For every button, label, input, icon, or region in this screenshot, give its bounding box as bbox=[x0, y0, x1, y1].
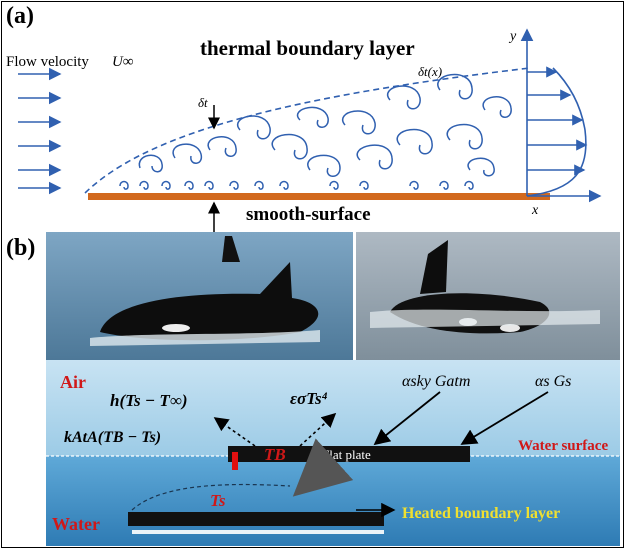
ts-label: Ts bbox=[210, 491, 226, 510]
conduction-term: kAtA(TB − Ts) bbox=[64, 429, 161, 446]
profile-arrows bbox=[527, 66, 588, 176]
boundary-layer-edge bbox=[84, 67, 531, 194]
x-axis-label: x bbox=[532, 203, 539, 218]
inflow-arrows bbox=[18, 67, 62, 195]
convection-term: h(Ts − T∞) bbox=[110, 391, 188, 410]
convection-arrow bbox=[213, 417, 256, 447]
thermal-boundary-layer-title: thermal boundary layer bbox=[200, 36, 415, 60]
plate-reflection bbox=[132, 530, 384, 534]
y-axis-label: y bbox=[510, 29, 517, 44]
heated-boundary-layer-label: Heated boundary layer bbox=[402, 505, 560, 522]
water-surface-label: Water surface bbox=[518, 438, 608, 454]
flow-velocity-symbol: U∞ bbox=[112, 54, 134, 70]
sky-term: αsky Gatm bbox=[402, 373, 470, 390]
turbulent-eddies bbox=[119, 73, 512, 190]
smooth-surface-label: smooth-surface bbox=[246, 204, 371, 225]
orca-photos bbox=[46, 232, 620, 360]
delta-t-label: δt bbox=[198, 95, 208, 110]
smooth-surface-plate bbox=[88, 193, 550, 200]
panel-a-label: (a) bbox=[6, 3, 34, 29]
tb-label: TB bbox=[264, 445, 286, 464]
flat-plate-label: Flat plate bbox=[322, 447, 371, 462]
panel-b-label: (b) bbox=[6, 235, 36, 261]
heat-transfer-diagram: Air Water h(Ts − T∞) εσTs⁴ αsky Gatm αs … bbox=[46, 360, 620, 546]
radiation-term: εσTs⁴ bbox=[290, 389, 328, 408]
delta-t-x-label: δt(x) bbox=[418, 64, 443, 79]
submerged-plate bbox=[128, 512, 384, 526]
sky-radiation-arrow bbox=[373, 391, 441, 446]
downward-arrow bbox=[292, 438, 354, 497]
boundary-layer-diagram bbox=[18, 28, 602, 236]
water-label: Water bbox=[52, 514, 100, 534]
solar-term: αs Gs bbox=[535, 373, 571, 390]
velocity-profile bbox=[526, 67, 587, 197]
flow-velocity-label: Flow velocity bbox=[6, 54, 89, 70]
solar-radiation-arrow bbox=[460, 391, 549, 445]
conduction-indicator bbox=[232, 452, 238, 470]
air-label: Air bbox=[60, 372, 86, 392]
